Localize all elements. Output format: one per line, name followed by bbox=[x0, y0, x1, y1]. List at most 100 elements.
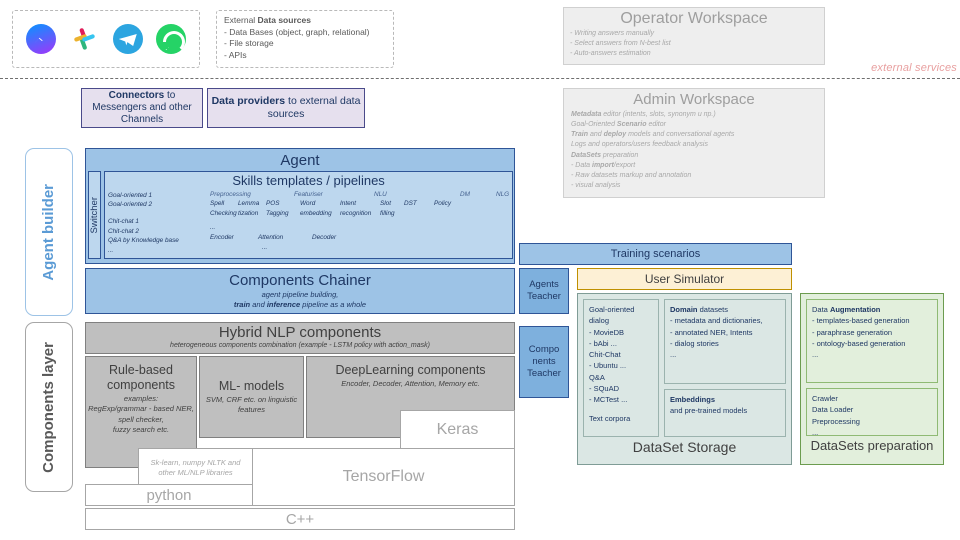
data-sources-item: - APIs bbox=[224, 49, 247, 60]
data-sources-item: - File storage bbox=[224, 38, 274, 49]
slack-icon[interactable] bbox=[69, 24, 100, 54]
crawler-item: Crawler bbox=[812, 394, 838, 403]
domain-datasets-item: ... bbox=[670, 350, 677, 359]
skill-item[interactable]: Chit-chat 1 bbox=[108, 217, 139, 225]
data-augmentation-card[interactable]: Data Augmentation - templates-based gene… bbox=[806, 299, 938, 383]
rule-based-sub: examples: RegExp/grammar - based NER, sp… bbox=[88, 393, 194, 435]
training-scenarios-card[interactable]: Training scenarios bbox=[519, 243, 792, 265]
dataset-item: Chit-Chat bbox=[589, 350, 621, 359]
pipeline-cell-attention[interactable]: Attention bbox=[258, 233, 284, 241]
pipeline-cell[interactable]: Spell Checking bbox=[210, 200, 237, 217]
dataset-item: Q&A bbox=[589, 372, 605, 382]
cpp-card[interactable]: C++ bbox=[85, 508, 515, 530]
tensorflow-label: TensorFlow bbox=[342, 468, 425, 485]
embeddings-title: Embeddings bbox=[670, 395, 716, 404]
admin-workspace-line: DataSets preparation bbox=[571, 151, 639, 159]
external-services-label: external services bbox=[871, 62, 957, 74]
pipeline-cell[interactable]: Policy bbox=[434, 200, 452, 208]
dataset-item bbox=[589, 405, 653, 413]
hybrid-nlp-sub: heterogeneous components combination (ex… bbox=[170, 342, 430, 349]
components-chainer-title: Components Chainer bbox=[229, 271, 371, 289]
agents-teacher-label: Agents Teacher bbox=[527, 279, 561, 302]
rail-components-layer-label: Components layer bbox=[39, 341, 57, 473]
operator-workspace-title: Operator Workspace bbox=[620, 10, 768, 27]
skill-item[interactable]: Q&A by Knowledge base bbox=[108, 237, 179, 245]
rule-based-components-card[interactable]: Rule-based components examples: RegExp/g… bbox=[85, 356, 197, 468]
pipeline-cell[interactable]: Slot filling bbox=[380, 200, 395, 217]
external-data-sources-panel: External Data sources - Data Bases (obje… bbox=[216, 10, 394, 68]
pipeline-cell[interactable]: Word embedding bbox=[300, 200, 332, 217]
admin-workspace-line: Goal-Oriented Scenario editor bbox=[571, 121, 666, 129]
pipeline-cell[interactable]: Intent recognition bbox=[340, 200, 372, 217]
datasets-preparation-panel: Data Augmentation - templates-based gene… bbox=[800, 293, 944, 465]
rail-components-layer: Components layer bbox=[25, 322, 73, 492]
data-sources-title: External Data sources bbox=[224, 15, 311, 25]
python-card[interactable]: python bbox=[85, 484, 253, 506]
pipeline-cell-row: Spell Checking Lemma tization POS Taggin… bbox=[210, 199, 509, 218]
ml-models-card[interactable]: ML- models SVM, CRF etc. on linguistic f… bbox=[199, 356, 304, 438]
dataset-corpora-card[interactable]: Goal-oriented dialog - MovieDB - bAbi ..… bbox=[583, 299, 659, 437]
admin-workspace-title: Admin Workspace bbox=[633, 91, 755, 108]
connectors-card[interactable]: Connectors to Messengers and other Chann… bbox=[81, 88, 203, 128]
user-simulator-card[interactable]: User Simulator bbox=[577, 268, 792, 290]
pipeline-group-head: NLG bbox=[496, 190, 510, 198]
agents-teacher-card[interactable]: Agents Teacher bbox=[519, 268, 569, 314]
datasets-preparation-title: DataSets preparation bbox=[810, 438, 934, 453]
keras-card[interactable]: Keras bbox=[400, 410, 515, 450]
data-augmentation-item: - templates-based generation bbox=[812, 316, 910, 326]
connectors-label: Connectors to Messengers and other Chann… bbox=[92, 89, 192, 126]
crawler-item: Preprocessing bbox=[812, 416, 860, 426]
domain-datasets-title: Domain datasets bbox=[670, 305, 728, 314]
user-simulator-label: User Simulator bbox=[644, 272, 725, 286]
admin-workspace-panel: Admin Workspace Metadata editor (intents… bbox=[563, 88, 825, 198]
pipeline-group-head: DM bbox=[460, 190, 470, 198]
operator-workspace-line: - Auto-answers estimation bbox=[570, 49, 651, 57]
telegram-icon[interactable] bbox=[112, 24, 143, 54]
crawler-loader-card[interactable]: Crawler Data Loader Preprocessing ... bbox=[806, 388, 938, 437]
components-teacher-label: Compo nents Teacher bbox=[527, 344, 561, 379]
rule-based-title: Rule-based components bbox=[106, 363, 176, 392]
skills-card: Skills templates / pipelines Goal-orient… bbox=[104, 171, 514, 260]
pipeline-group-head: NLU bbox=[374, 190, 387, 198]
data-augmentation-title: Data Augmentation bbox=[812, 305, 881, 314]
messenger-icon[interactable] bbox=[25, 24, 56, 54]
ml-libraries-card[interactable]: Sk-learn, numpy NLTK and other ML/NLP li… bbox=[138, 448, 253, 488]
domain-datasets-card[interactable]: Domain datasets - metadata and dictionar… bbox=[664, 299, 786, 384]
data-augmentation-item: - paraphrase generation bbox=[812, 327, 893, 337]
messengers-panel bbox=[12, 10, 200, 68]
ml-models-sub: SVM, CRF etc. on linguistic features bbox=[205, 394, 298, 415]
admin-workspace-line: - Data import/export bbox=[571, 161, 636, 169]
admin-workspace-line: Logs and operators/users feedback analys… bbox=[571, 141, 708, 149]
tensorflow-card[interactable]: TensorFlow bbox=[252, 448, 515, 506]
pipeline-cell-encoder[interactable]: Encoder bbox=[210, 233, 234, 241]
pipeline-seq2seq-row: Encoder Attention Decoder bbox=[210, 233, 509, 243]
domain-datasets-item: - metadata and dictionaries, bbox=[670, 316, 763, 326]
dataset-item: - MovieDB bbox=[589, 327, 625, 337]
switcher-card[interactable]: Switcher bbox=[88, 171, 101, 260]
deeplearning-sub: Encoder, Decoder, Attention, Memory etc. bbox=[341, 378, 480, 388]
embeddings-card[interactable]: Embeddings and pre-trained models bbox=[664, 389, 786, 437]
dataset-item: Goal-oriented dialog bbox=[589, 305, 635, 326]
embeddings-sub: and pre-trained models bbox=[670, 406, 748, 416]
switcher-label: Switcher bbox=[89, 197, 100, 234]
skill-item: ... bbox=[108, 247, 114, 255]
admin-workspace-line: - Raw datasets markup and annotation bbox=[571, 171, 692, 179]
pipeline-cell-decoder[interactable]: Decoder bbox=[312, 233, 337, 241]
pipeline-cell[interactable]: POS Tagging bbox=[266, 200, 289, 217]
pipeline-ellipsis: ... bbox=[210, 224, 216, 232]
skill-item[interactable]: Goal-oriented 2 bbox=[108, 201, 153, 209]
components-teacher-card[interactable]: Compo nents Teacher bbox=[519, 326, 569, 398]
whatsapp-icon[interactable] bbox=[156, 24, 187, 54]
dataset-item: Text corpora bbox=[589, 414, 631, 424]
pipeline-cell[interactable]: DST bbox=[404, 200, 417, 208]
hybrid-nlp-block: Hybrid NLP components heterogeneous comp… bbox=[85, 322, 515, 354]
crawler-item: Data Loader bbox=[812, 405, 854, 415]
dataset-storage-title: DataSet Storage bbox=[632, 439, 737, 455]
skill-item[interactable]: Goal-oriented 1 bbox=[108, 191, 153, 199]
data-sources-item: - Data Bases (object, graph, relational) bbox=[224, 27, 370, 38]
pipeline-ellipsis: ... bbox=[262, 243, 268, 251]
hybrid-nlp-title: Hybrid NLP components bbox=[218, 324, 382, 341]
skill-item[interactable]: Chit-chat 2 bbox=[108, 227, 139, 235]
pipeline-cell[interactable]: Lemma tization bbox=[238, 200, 260, 217]
data-providers-card[interactable]: Data providers to external data sources bbox=[207, 88, 365, 128]
